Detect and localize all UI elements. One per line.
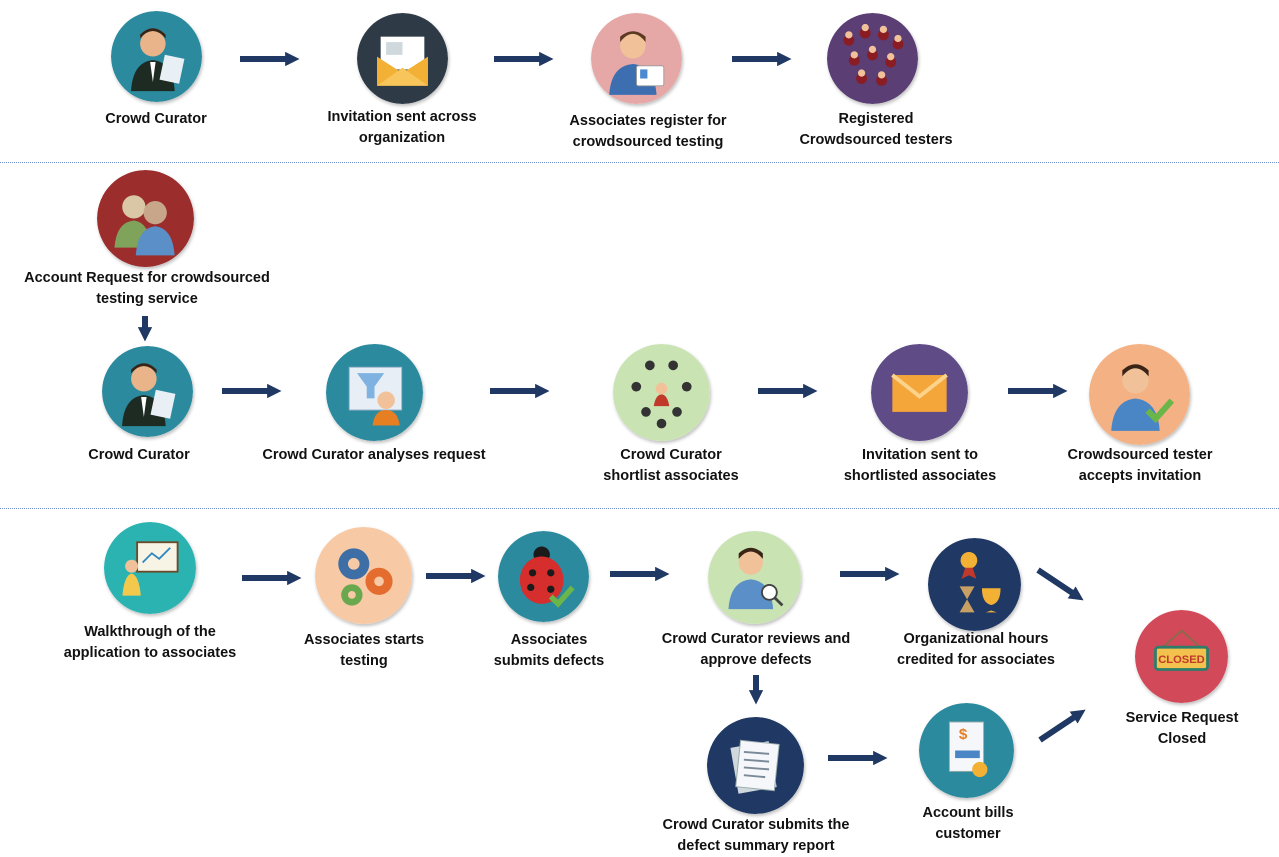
crowd-curator-label-2: Crowd Curator <box>88 447 190 463</box>
arrow-r1-2 <box>494 51 554 67</box>
report-icon <box>707 717 804 814</box>
arrow-bills-to-closed <box>1038 709 1086 743</box>
arrow-hours-to-closed <box>1036 567 1084 601</box>
crowd-curator-icon-2 <box>102 346 193 437</box>
arrow-r2-4 <box>1008 383 1068 399</box>
award-icon <box>928 538 1021 631</box>
arrow-down-review <box>748 675 764 705</box>
closed-sign-icon: CLOSED <box>1135 610 1228 703</box>
arrow-r2-3 <box>758 383 818 399</box>
divider-2 <box>0 508 1279 509</box>
crowd-curator-icon <box>111 11 202 102</box>
arrow-r3-1 <box>242 570 302 586</box>
arrow-r3-4 <box>840 566 900 582</box>
crowd-curator-label: Crowd Curator <box>105 111 207 127</box>
analyses-request-label: Crowd Curator analyses request <box>262 447 486 463</box>
envelope-icon <box>357 13 448 104</box>
arrow-down-account <box>137 316 153 342</box>
crowd-icon <box>827 13 918 104</box>
reviewer-icon <box>708 531 801 624</box>
walkthrough-icon <box>104 522 196 614</box>
svg-text:$: $ <box>959 726 968 743</box>
arrow-r1-1 <box>240 51 300 67</box>
bill-icon: $ <box>919 703 1014 798</box>
account-request-icon <box>97 170 194 267</box>
arrow-r3-2 <box>426 568 486 584</box>
arrow-r2-1 <box>222 383 282 399</box>
arrow-r3-3 <box>610 566 670 582</box>
closed-sign-text: CLOSED <box>1158 654 1205 666</box>
arrow-report-to-bills <box>828 750 888 766</box>
analyses-request-icon <box>326 344 423 441</box>
ladybug-icon <box>498 531 589 622</box>
arrow-r1-3 <box>732 51 792 67</box>
shortlist-icon <box>613 344 710 441</box>
tester-accepts-icon <box>1089 344 1190 445</box>
arrow-r2-2 <box>490 383 550 399</box>
gears-icon <box>315 527 412 624</box>
divider-1 <box>0 162 1279 163</box>
associate-register-icon <box>591 13 682 104</box>
mail-icon <box>871 344 968 441</box>
